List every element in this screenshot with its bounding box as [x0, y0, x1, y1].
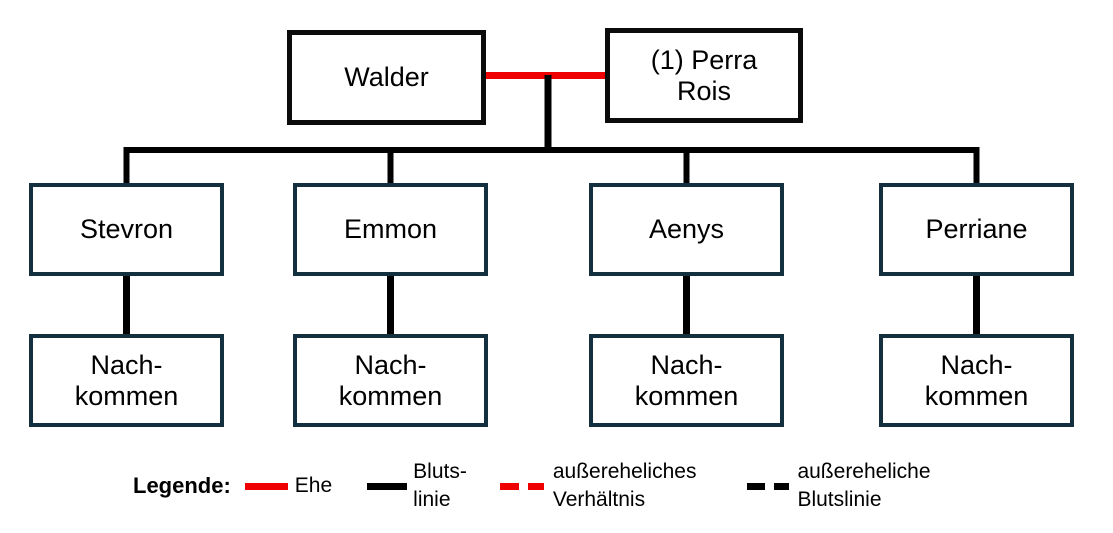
- node-aenys-descendants-label: Nach- kommen: [634, 350, 739, 411]
- legend-label-ehe: Ehe: [294, 474, 333, 498]
- node-stevron-descendants: Nach- kommen: [29, 334, 224, 427]
- node-emmon: Emmon: [293, 183, 488, 276]
- node-perriane-descendants: Nach- kommen: [879, 334, 1074, 427]
- node-perriane: Perriane: [879, 183, 1074, 276]
- node-stevron: Stevron: [29, 183, 224, 276]
- node-emmon-descendants: Nach- kommen: [293, 334, 488, 427]
- legend-marriage-line-sample: [244, 482, 288, 490]
- legend-affair-line-sample: [499, 482, 544, 490]
- solid-black-line-icon: [367, 482, 408, 490]
- node-walder-label: Walder: [344, 62, 429, 93]
- node-aenys-label: Aenys: [648, 214, 725, 245]
- node-aenys-descendants: Nach- kommen: [589, 334, 784, 427]
- legend: Legende: Ehe Bluts- linie außereheliches…: [133, 452, 931, 520]
- legend-label-auszereheliches-verhaeltnis: außereheliches Verhältnis: [552, 460, 697, 511]
- node-perriane-descendants-label: Nach- kommen: [924, 350, 1029, 411]
- legend-illegitimate-bloodline-sample: [747, 482, 790, 490]
- node-stevron-descendants-label: Nach- kommen: [74, 350, 179, 411]
- dashed-black-line-icon: [747, 482, 766, 490]
- dashed-red-line-icon: [499, 482, 519, 490]
- node-walder: Walder: [287, 30, 486, 125]
- node-aenys: Aenys: [589, 183, 784, 276]
- legend-label-auszereheliche-blutslinie: außereheliche Blutslinie: [797, 460, 931, 511]
- node-emmon-label: Emmon: [343, 214, 438, 245]
- node-emmon-descendants-label: Nach- kommen: [338, 350, 443, 411]
- legend-label-blutslinie: Bluts- linie: [413, 460, 467, 511]
- legend-title: Legende:: [133, 473, 231, 499]
- node-perriane-label: Perriane: [925, 214, 1028, 245]
- solid-red-line-icon: [244, 482, 288, 490]
- legend-bloodline-sample: [367, 482, 408, 490]
- node-perra-rois-label: (1) Perra Rois: [650, 45, 758, 106]
- dashed-red-line-icon: [527, 482, 544, 490]
- dashed-black-line-icon: [774, 482, 790, 490]
- node-stevron-label: Stevron: [79, 214, 174, 245]
- node-perra-rois: (1) Perra Rois: [605, 28, 803, 123]
